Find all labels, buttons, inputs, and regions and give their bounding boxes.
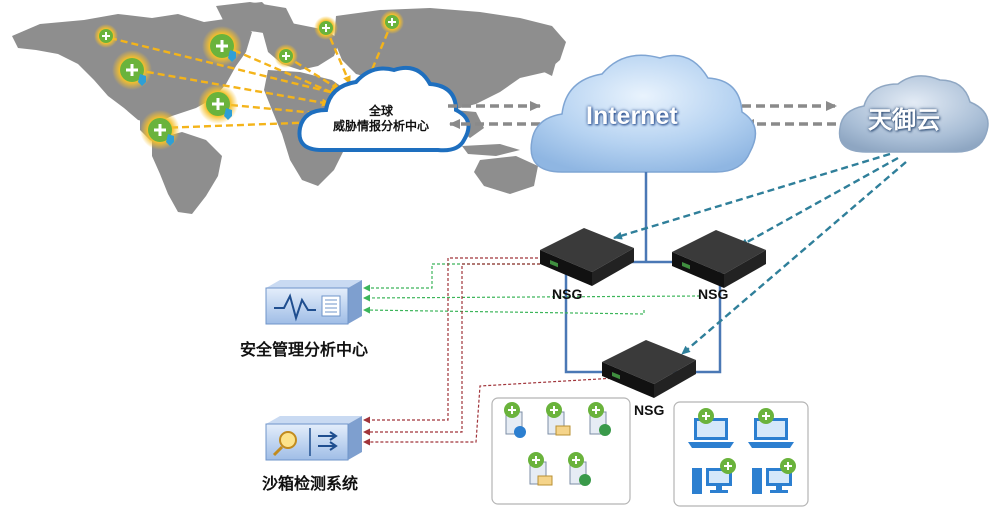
nsg-label-1: NSG [552, 286, 583, 302]
arrow-sample-nsg2 [363, 263, 540, 436]
sandbox-label: 沙箱检测系统 [262, 474, 359, 493]
log-arrows [363, 263, 701, 315]
server-group [491, 397, 631, 505]
shield-plus-icon [202, 26, 242, 66]
shield-plus-icon [140, 110, 180, 150]
sample-arrows [363, 257, 617, 446]
internet-label: Internet [586, 102, 678, 130]
arrow-log-nsg1 [363, 263, 540, 292]
arrow-intel-2 [223, 44, 341, 98]
arrow-intel-5 [159, 118, 323, 130]
nsg-label-3: NSG [634, 402, 665, 418]
tianyu-label: 天御云 [868, 106, 940, 134]
arrow-intel-1 [109, 36, 339, 96]
shield-plus-icon [112, 50, 152, 90]
arrow-tianyu-nsg2 [739, 156, 899, 248]
server-icon [546, 402, 571, 436]
arrow-tianyu-nsg3 [681, 161, 907, 355]
laptop-icon [688, 408, 734, 448]
sandbox-icon [265, 416, 362, 461]
shield-plus-icon [94, 24, 118, 48]
desktop-icon [692, 458, 736, 494]
security-center-label: 安全管理分析中心 [240, 340, 369, 359]
shield-plus-icon [380, 10, 404, 34]
nsg-device-3 [602, 340, 696, 398]
server-icon [568, 452, 591, 486]
arrow-log-nsg2 [363, 294, 701, 302]
link-nsg-left [564, 270, 614, 374]
server-icon [588, 402, 611, 436]
center-label-line1: 全球 [368, 104, 393, 118]
tianyu-push-arrows [613, 152, 907, 355]
shield-plus-icon [274, 44, 298, 68]
arrow-sample-nsg1 [363, 257, 548, 424]
security-monitor-icon [265, 280, 362, 325]
shield-plus-icon [198, 84, 238, 124]
server-icon [504, 402, 526, 438]
threat-node-icons [94, 10, 404, 150]
nsg-device-2 [672, 230, 766, 288]
center-label-line2: 威胁情报分析中心 [332, 119, 429, 133]
nsg-label-2: NSG [698, 286, 729, 302]
tianyu-cloud [838, 75, 989, 153]
laptop-icon [748, 408, 794, 448]
desktop-icon [752, 458, 796, 494]
server-icon [528, 452, 553, 486]
shield-plus-icon [314, 16, 338, 40]
cloud-links [448, 101, 837, 129]
nsg-device-1 [540, 228, 634, 286]
arrow-log-nsg3 [363, 306, 645, 315]
arrow-tianyu-nsg1 [613, 152, 891, 240]
threat-intel-center-cloud [297, 65, 471, 153]
internet-cloud [530, 54, 757, 173]
terminal-group [673, 401, 809, 507]
center-label: 全球 威胁情报分析中心 [318, 104, 444, 134]
arrow-intel-7 [324, 27, 352, 85]
